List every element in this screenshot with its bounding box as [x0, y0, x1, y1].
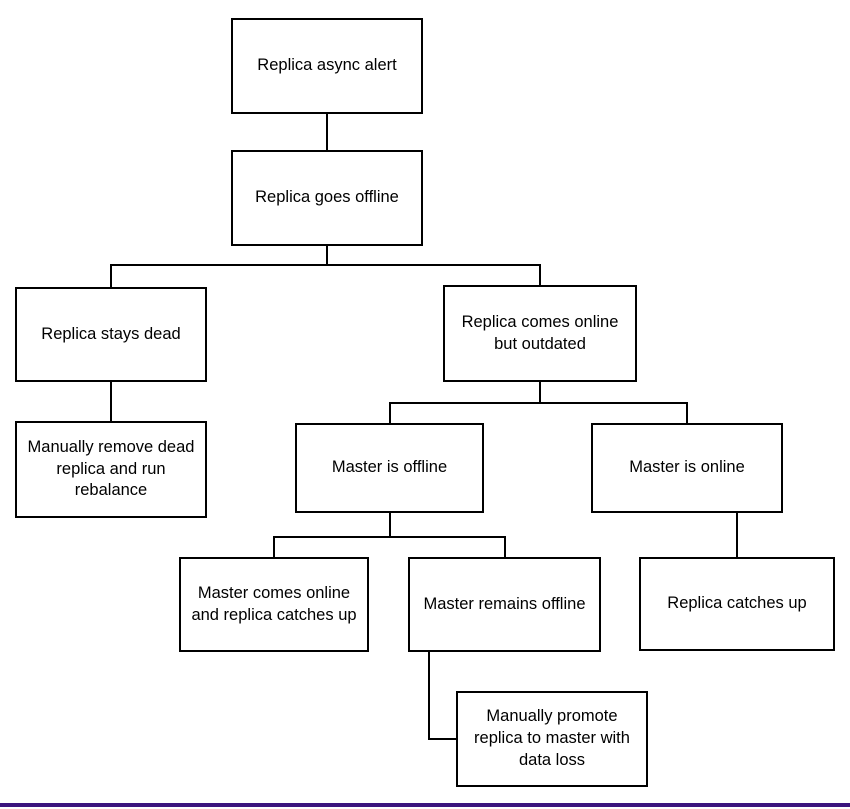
- node-replica-catches-up[interactable]: Replica catches up: [639, 557, 835, 651]
- node-label: Replica stays dead: [41, 324, 181, 343]
- edge-comes-online-bus: [389, 402, 688, 404]
- node-master-is-online[interactable]: Master is online: [591, 423, 783, 513]
- node-label: Master is offline: [331, 458, 448, 477]
- edge-goes-offline-bus: [110, 264, 541, 266]
- edge-bus-to-master-offline: [389, 402, 391, 424]
- edge-manually-promote-arm: [428, 738, 458, 740]
- edge-master-offline-bus: [273, 536, 506, 538]
- node-manually-promote-replica[interactable]: Manually promote replica to master with …: [456, 691, 648, 787]
- node-master-is-offline[interactable]: Master is offline: [295, 423, 484, 513]
- bottom-accent-bar: [0, 803, 850, 807]
- node-label: Master remains offline: [423, 594, 586, 613]
- node-label: Manually remove dead replica and run reb…: [27, 437, 195, 500]
- node-label: Replica goes offline: [255, 188, 399, 207]
- edge-bus-to-master-online: [686, 402, 688, 424]
- node-replica-stays-dead[interactable]: Replica stays dead: [15, 287, 207, 382]
- edge-manually-promote-drop: [428, 652, 430, 740]
- node-label: Master comes online and replica catches …: [191, 583, 357, 624]
- edge-bus-to-master-comes-online: [273, 536, 275, 558]
- node-master-remains-offline[interactable]: Master remains offline: [408, 557, 601, 652]
- edge-bus-to-master-remains-offline: [504, 536, 506, 558]
- edge-goes-offline-stem: [326, 246, 328, 265]
- node-master-comes-online-catches-up[interactable]: Master comes online and replica catches …: [179, 557, 369, 652]
- node-label: Replica catches up: [667, 594, 807, 613]
- edge-bus-to-stays-dead: [110, 264, 112, 288]
- edge-stays-dead-to-manually-remove: [110, 382, 112, 422]
- node-label: Master is online: [629, 458, 745, 477]
- node-replica-async-alert[interactable]: Replica async alert: [231, 18, 423, 114]
- node-replica-goes-offline[interactable]: Replica goes offline: [231, 150, 423, 246]
- node-label: Replica async alert: [257, 56, 397, 75]
- edge-bus-to-comes-online: [539, 264, 541, 286]
- node-label: Manually promote replica to master with …: [474, 707, 630, 769]
- edge-master-offline-stem: [389, 513, 391, 538]
- edge-comes-online-stem: [539, 382, 541, 403]
- edge-master-online-to-replica-catches-up: [736, 513, 738, 558]
- edge-alert-to-goes-offline: [326, 114, 328, 150]
- node-label: Replica comes online but outdated: [461, 312, 619, 353]
- node-replica-comes-online-outdated[interactable]: Replica comes online but outdated: [443, 285, 637, 382]
- node-manually-remove-dead-replica[interactable]: Manually remove dead replica and run reb…: [15, 421, 207, 518]
